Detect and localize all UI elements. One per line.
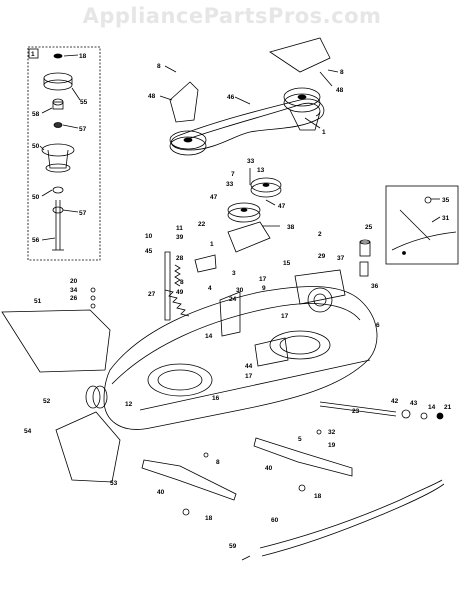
part-label-17: 17 [245,373,253,380]
part-label-27: 27 [148,291,156,298]
part-label-18: 18 [79,53,87,60]
part-label-56: 56 [32,237,40,244]
part-label-34: 34 [70,287,78,294]
part-label-54: 54 [24,428,32,435]
part-label-6: 6 [376,322,380,329]
part-label-35: 35 [442,197,450,204]
belt-pulley-assembly [159,37,339,253]
part-label-59: 59 [229,543,237,550]
part-label-42: 42 [391,398,399,405]
part-label-8: 8 [216,459,220,466]
part-label-60: 60 [271,517,279,524]
part-label-31: 31 [442,215,450,222]
part-label-16: 16 [212,395,220,402]
part-label-8: 8 [157,63,161,70]
part-label-49: 49 [176,289,184,296]
part-label-40: 40 [157,489,165,496]
part-label-39: 39 [176,234,184,241]
mower-deck [1,239,445,561]
detail-inset [385,185,459,265]
part-label-25: 25 [365,224,373,231]
part-label-30: 30 [236,287,244,294]
part-label-14: 14 [428,404,436,411]
part-label-10: 10 [145,233,153,240]
part-label-47: 47 [210,194,218,201]
part-label-4: 4 [208,285,212,292]
watermark-text: AppliancePartsPros.com [82,4,382,28]
part-label-13: 13 [257,167,265,174]
part-label-8: 8 [180,279,184,286]
part-label-15: 15 [283,260,291,267]
part-label-9: 9 [262,285,266,292]
part-label-52: 52 [43,398,51,405]
part-label-20: 20 [70,278,78,285]
part-label-29: 29 [318,253,326,260]
part-label-2: 2 [318,231,322,238]
part-label-19: 19 [328,442,336,449]
part-label-3: 3 [232,270,236,277]
part-labels: 1 18 55 58 57 50 50 57 56 8 8 48 48 46 1… [24,51,452,550]
inset-number: 1 [31,51,35,58]
part-label-50: 50 [32,143,40,150]
part-label-21: 21 [444,404,452,411]
part-label-43: 43 [410,400,418,407]
part-label-33: 33 [247,158,255,165]
part-label-44: 44 [245,363,253,370]
part-label-22: 22 [198,221,206,228]
part-label-5: 5 [298,436,302,443]
part-label-8: 8 [340,69,344,76]
part-label-32: 32 [328,429,336,436]
part-label-17: 17 [281,313,289,320]
part-label-37: 37 [337,255,345,262]
part-label-57: 57 [79,126,87,133]
part-label-50: 50 [32,194,40,201]
part-label-24: 24 [229,296,237,303]
part-label-47: 47 [278,203,286,210]
part-label-58: 58 [32,111,40,118]
part-label-18: 18 [314,493,322,500]
part-label-46: 46 [227,94,235,101]
part-label-12: 12 [125,401,133,408]
part-label-53: 53 [110,480,118,487]
part-label-36: 36 [371,283,379,290]
part-label-18: 18 [205,515,213,522]
part-label-26: 26 [70,295,78,302]
part-label-11: 11 [176,225,183,232]
part-label-40: 40 [265,465,273,472]
part-label-48: 48 [148,93,156,100]
part-label-1: 1 [322,129,326,136]
part-label-23: 23 [352,408,360,415]
part-label-57: 57 [79,210,87,217]
part-label-14: 14 [205,333,213,340]
part-label-48: 48 [336,87,344,94]
part-label-55: 55 [80,99,88,106]
part-label-7: 7 [231,171,235,178]
part-label-38: 38 [287,224,295,231]
part-label-45: 45 [145,248,153,255]
part-label-1: 1 [210,241,214,248]
part-label-28: 28 [176,255,184,262]
part-label-33: 33 [226,181,234,188]
part-label-17: 17 [259,276,267,283]
spindle-inset [27,46,101,261]
part-label-51: 51 [34,298,42,305]
